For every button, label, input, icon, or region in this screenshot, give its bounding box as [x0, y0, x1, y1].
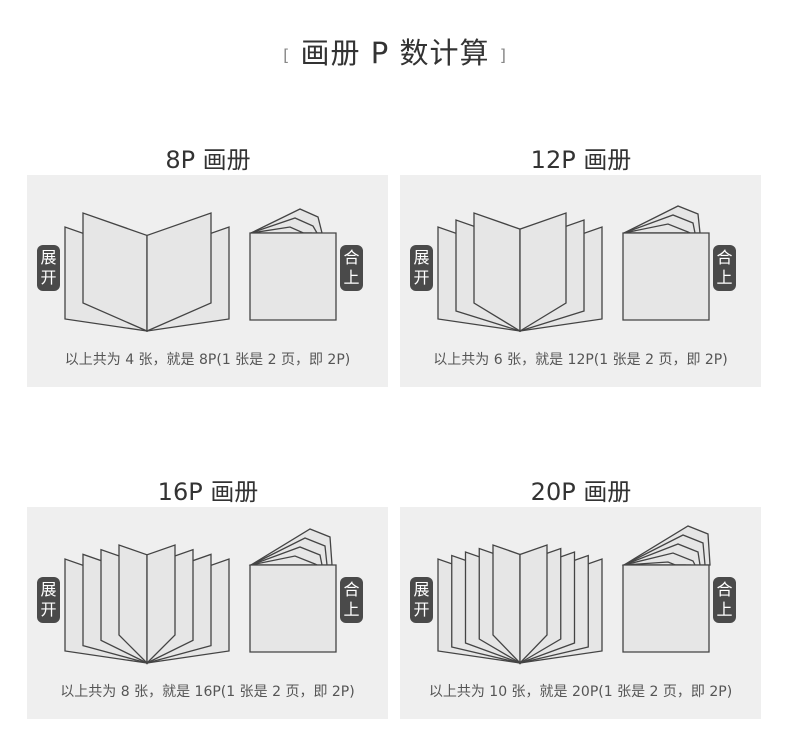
book-illustration — [64, 528, 337, 665]
close-badge: 合上 — [713, 245, 736, 291]
open-badge: 展开 — [410, 577, 433, 623]
book-illustration — [437, 205, 710, 333]
panel-caption: 以上共为 6 张，就是 12P(1 张是 2 页，即 2P) — [433, 352, 728, 368]
panel-caption: 以上共为 4 张，就是 8P(1 张是 2 页，即 2P) — [64, 352, 351, 368]
book-illustration — [64, 208, 337, 332]
open-badge: 展开 — [37, 245, 60, 291]
panel-caption: 以上共为 8 张，就是 16P(1 张是 2 页，即 2P) — [60, 684, 355, 700]
open-book-right-page — [146, 544, 176, 665]
closed-book-cover — [622, 232, 710, 321]
album-panel: 展开 合上以上共为 6 张，就是 12P(1 张是 2 页，即 2P) — [400, 175, 761, 387]
bracket-left: [ — [283, 45, 291, 65]
open-badge: 展开 — [410, 245, 433, 291]
page-title: [ 画册 P 数计算 ] — [0, 30, 790, 72]
panel-heading: 16P 画册 — [157, 478, 259, 506]
panel-caption: 以上共为 10 张，就是 20P(1 张是 2 页，即 2P) — [428, 684, 733, 700]
close-badge: 合上 — [340, 577, 363, 623]
panel-heading: 20P 画册 — [530, 478, 632, 506]
book-illustration — [437, 525, 711, 665]
album-panel: 展开 合上以上共为 8 张，就是 16P(1 张是 2 页，即 2P) — [27, 507, 388, 719]
closed-book-cover — [249, 232, 337, 321]
album-panel: 展开 合上以上共为 10 张，就是 20P(1 张是 2 页，即 2P) — [400, 507, 761, 719]
open-book-right-page — [146, 212, 212, 332]
closed-book-cover — [622, 564, 710, 653]
title-text: 画册 P 数计算 — [300, 36, 490, 70]
close-badge: 合上 — [340, 245, 363, 291]
panel-heading: 12P 画册 — [530, 146, 632, 174]
open-badge: 展开 — [37, 577, 60, 623]
open-book-right-page — [519, 212, 567, 333]
bracket-right: ] — [499, 45, 507, 65]
close-badge: 合上 — [713, 577, 736, 623]
panel-heading: 8P 画册 — [165, 146, 251, 174]
closed-book-cover — [249, 564, 337, 653]
open-book-right-page — [519, 544, 548, 665]
album-panel: 展开 合上以上共为 4 张，就是 8P(1 张是 2 页，即 2P) — [27, 175, 388, 387]
